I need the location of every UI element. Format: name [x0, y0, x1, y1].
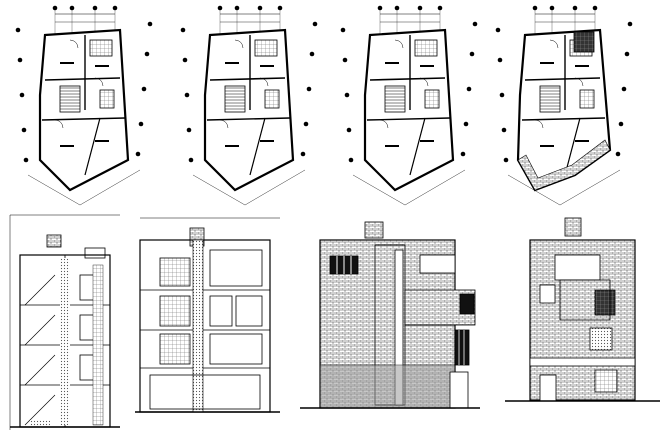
floor-plan-1: [15, 5, 153, 206]
side-elevation: [505, 217, 660, 402]
floor-plan-4: [495, 5, 633, 206]
building-section-a: [9, 214, 120, 430]
floor-plan-3: [340, 5, 478, 206]
floor-plan-2: [180, 5, 318, 206]
front-elevation: [300, 221, 480, 409]
building-section-b: [135, 217, 280, 413]
